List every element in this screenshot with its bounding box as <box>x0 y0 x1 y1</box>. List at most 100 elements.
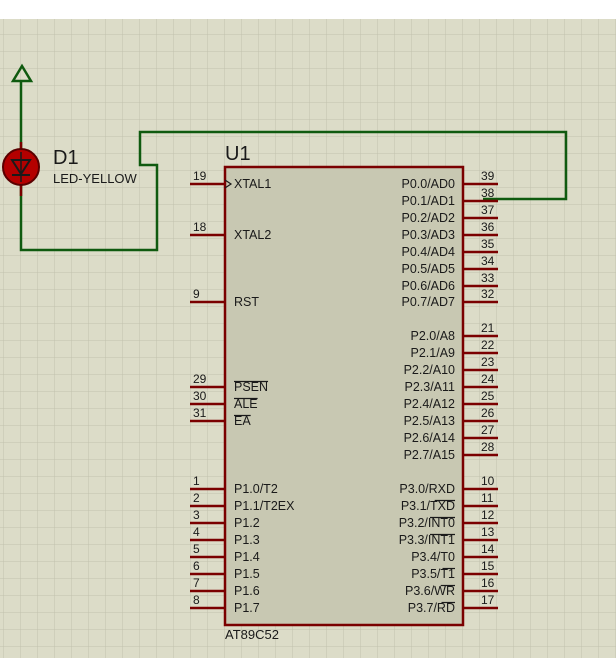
pin-label: RST <box>234 295 259 309</box>
clock-icon <box>224 179 233 189</box>
pin-2-p1-1-t2ex[interactable]: 2P1.1/T2EX <box>190 491 295 513</box>
pin-label: XTAL2 <box>234 228 271 242</box>
pin-5-p1-4[interactable]: 5P1.4 <box>190 542 260 564</box>
pin-label: P3.4/T0 <box>411 550 455 564</box>
pin-number: 26 <box>481 406 495 420</box>
pin-8-p1-7[interactable]: 8P1.7 <box>190 593 260 615</box>
pin-label: EA <box>234 414 251 428</box>
pin-label: P1.5 <box>234 567 260 581</box>
pin-label: ALE <box>234 397 258 411</box>
left-pin-group: 19XTAL118XTAL29RST29PSEN30ALE31EA1P1.0/T… <box>190 169 295 615</box>
pin-label: P0.0/AD0 <box>401 177 455 191</box>
pin-label: P0.6/AD6 <box>401 279 455 293</box>
pin-label: PSEN <box>234 380 268 394</box>
pin-label: P2.0/A8 <box>411 329 456 343</box>
pin-number: 39 <box>481 169 495 183</box>
pin-number: 38 <box>481 186 495 200</box>
pin-label: P2.1/A9 <box>411 346 456 360</box>
pin-label: P0.2/AD2 <box>401 211 455 225</box>
pin-label: P2.4/A12 <box>404 397 455 411</box>
wire-led-to-p0-1[interactable] <box>19 130 568 252</box>
pin-number: 37 <box>481 203 495 217</box>
pin-number: 28 <box>481 440 495 454</box>
pin-7-p1-6[interactable]: 7P1.6 <box>190 576 260 598</box>
pin-label: P2.5/A13 <box>404 414 455 428</box>
pin-number: 16 <box>481 576 495 590</box>
pin-4-p1-3[interactable]: 4P1.3 <box>190 525 260 547</box>
pin-label: P1.6 <box>234 584 260 598</box>
pin-number: 19 <box>193 169 207 183</box>
led-ref-label: D1 <box>53 147 79 169</box>
pin-number: 17 <box>481 593 495 607</box>
pin-number: 11 <box>481 491 494 505</box>
pin-label: P2.2/A10 <box>404 363 455 377</box>
pin-label: P3.2/INT0 <box>399 516 455 530</box>
pin-label: P1.7 <box>234 601 260 615</box>
pin-label: P1.4 <box>234 550 260 564</box>
pin-number: 3 <box>193 508 200 522</box>
pin-label: P1.2 <box>234 516 260 530</box>
pin-number: 2 <box>193 491 200 505</box>
pin-number: 25 <box>481 389 495 403</box>
pin-number: 23 <box>481 355 495 369</box>
pin-label: P3.0/RXD <box>399 482 455 496</box>
chip-u1[interactable]: U1 AT89C52 19XTAL118XTAL29RST29PSEN30ALE… <box>190 143 498 642</box>
pin-1-p1-0-t2[interactable]: 1P1.0/T2 <box>190 474 278 496</box>
right-pin-group: 39P0.0/AD038P0.1/AD137P0.2/AD236P0.3/AD3… <box>399 169 498 615</box>
pin-label: P3.5/T1 <box>411 567 455 581</box>
pin-number: 9 <box>193 287 200 301</box>
pin-6-p1-5[interactable]: 6P1.5 <box>190 559 260 581</box>
pin-number: 15 <box>481 559 495 573</box>
pin-label: P3.6/WR <box>405 584 455 598</box>
pin-number: 35 <box>481 237 495 251</box>
pin-label: P2.3/A11 <box>404 380 455 394</box>
led-d1[interactable]: D1 LED-YELLOW <box>2 142 138 196</box>
chip-part-label: AT89C52 <box>225 627 279 642</box>
pin-number: 21 <box>481 321 495 335</box>
chip-ref-label: U1 <box>225 143 251 165</box>
chip-body <box>223 165 465 627</box>
pin-label: P0.5/AD5 <box>401 262 455 276</box>
pin-number: 8 <box>193 593 200 607</box>
pin-number: 6 <box>193 559 200 573</box>
pin-3-p1-2[interactable]: 3P1.2 <box>190 508 260 530</box>
wires <box>19 81 568 252</box>
led-value-label: LED-YELLOW <box>53 171 138 186</box>
pin-number: 5 <box>193 542 200 556</box>
pin-number: 4 <box>193 525 200 539</box>
pin-number: 22 <box>481 338 495 352</box>
pin-number: 33 <box>481 271 495 285</box>
pin-number: 10 <box>481 474 495 488</box>
